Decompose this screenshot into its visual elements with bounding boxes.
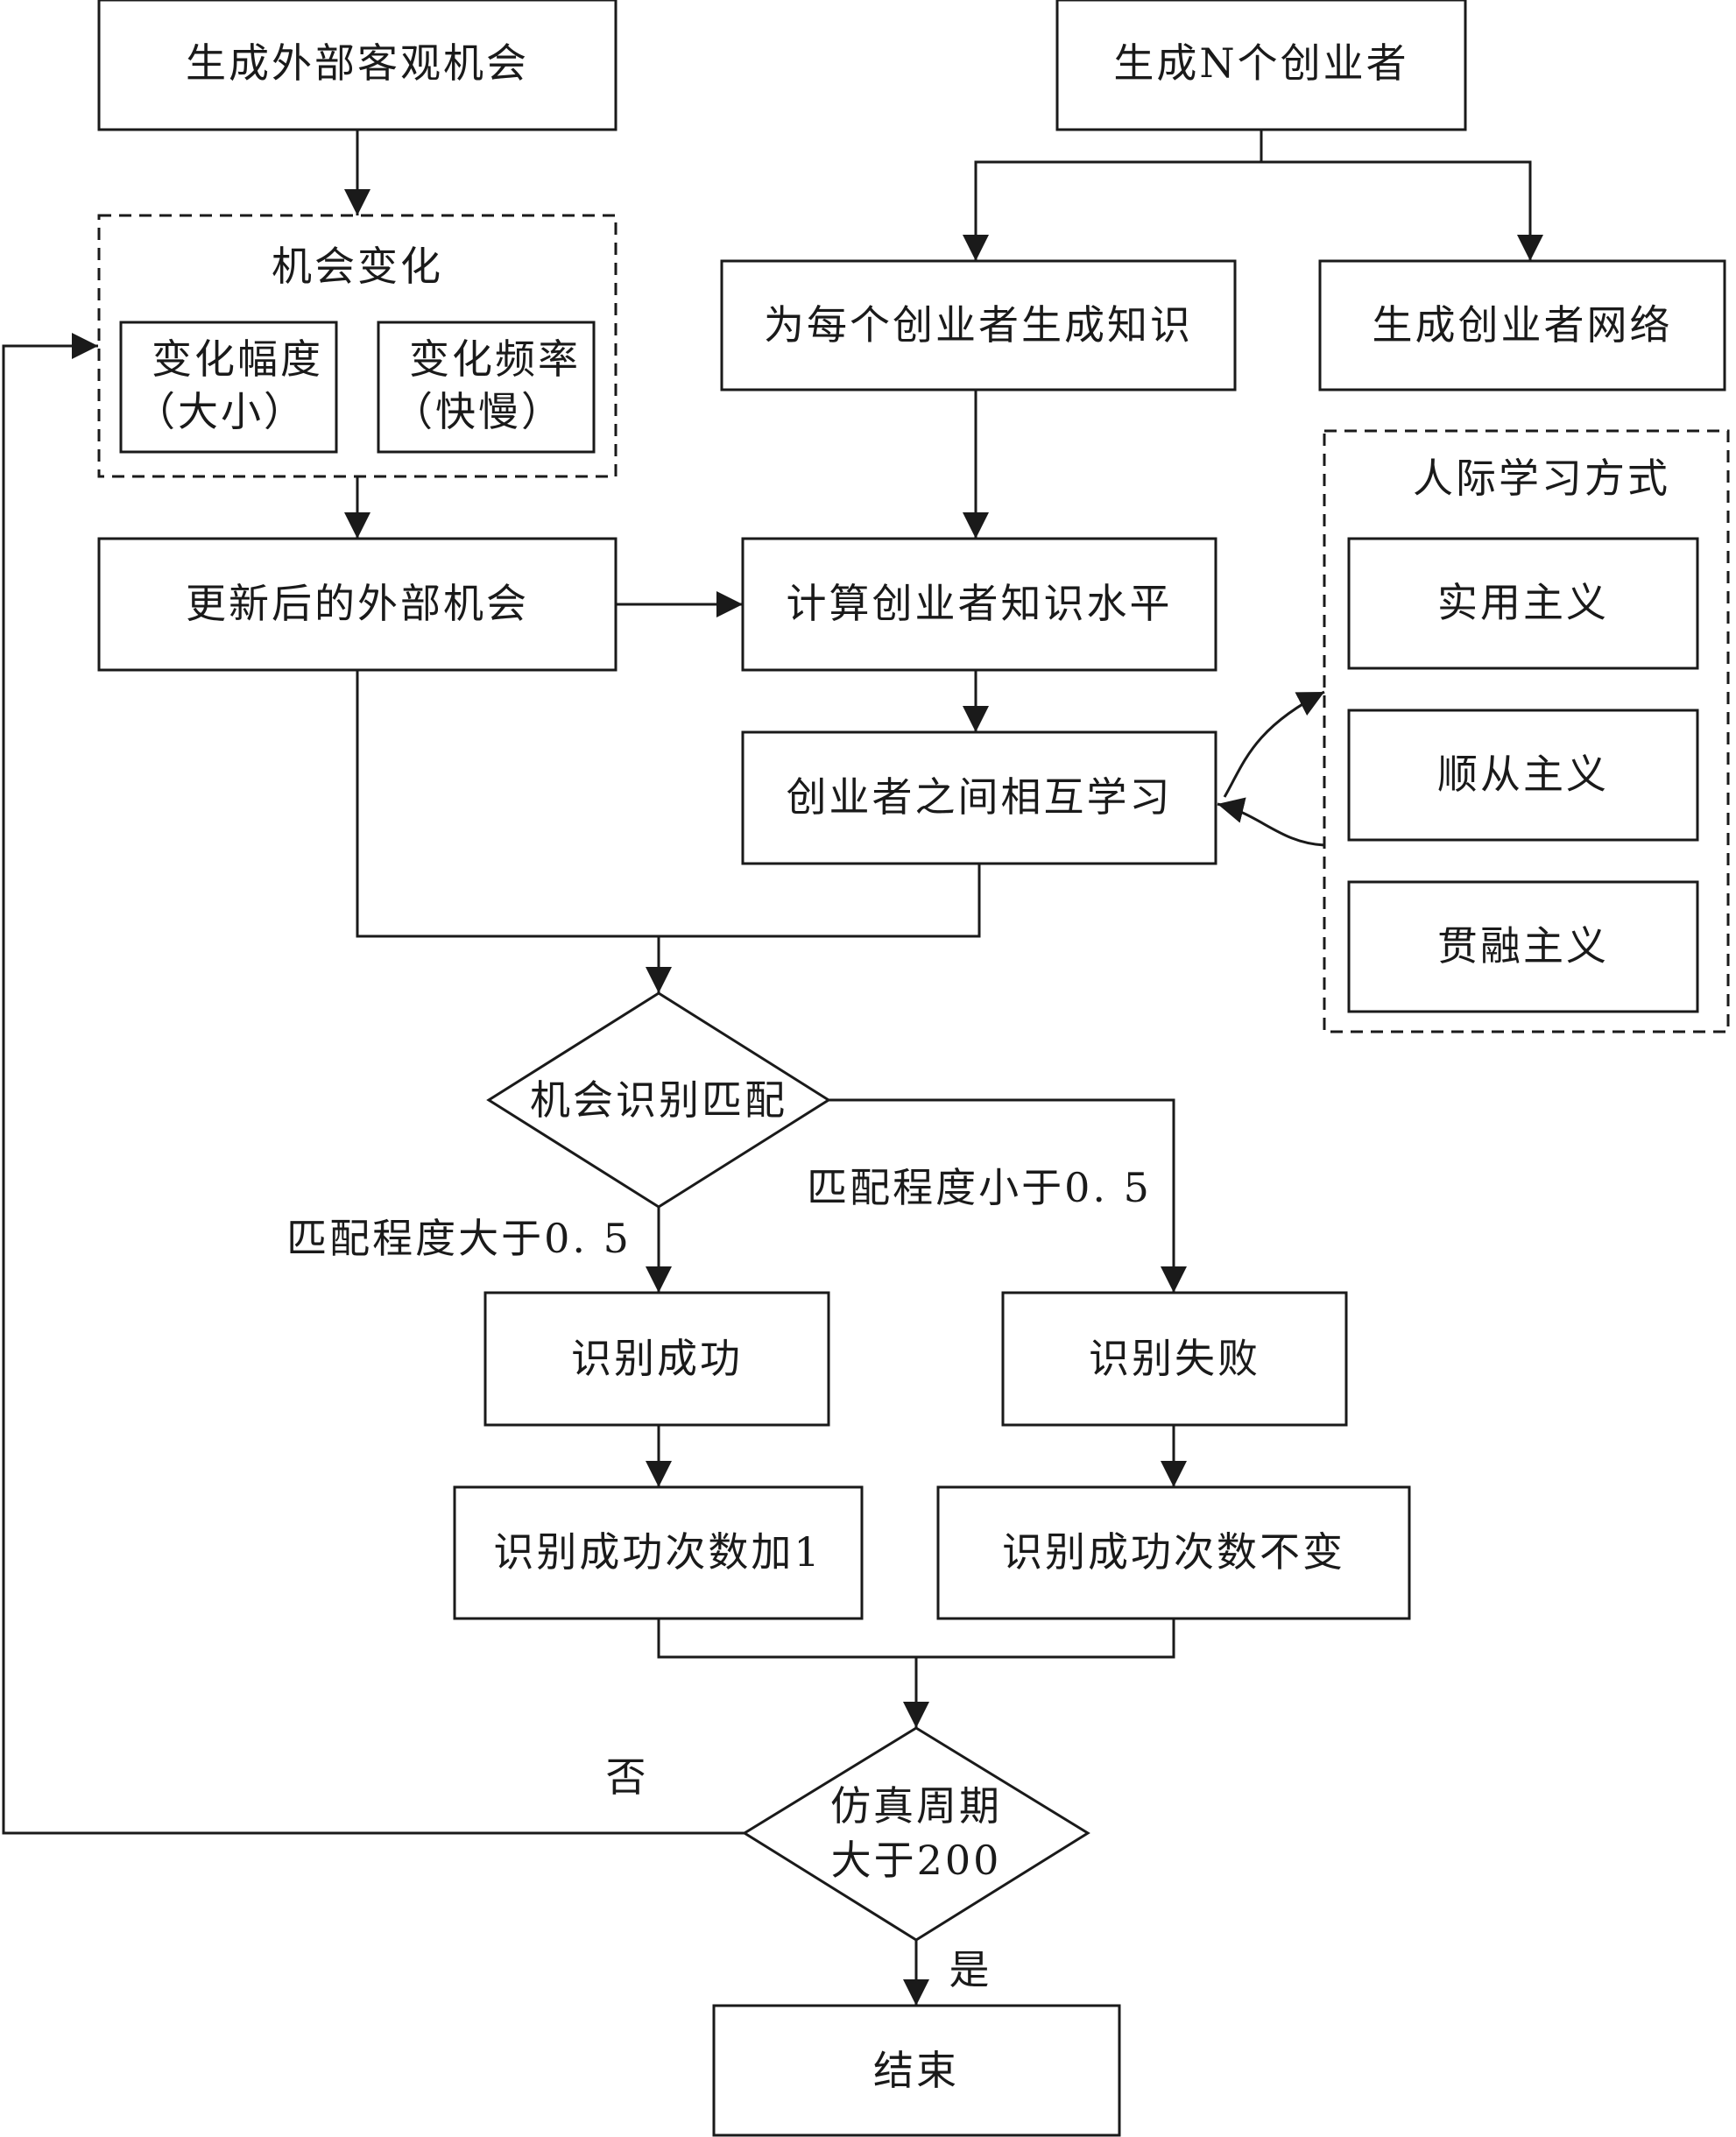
node-gen-opportunity-label: 生成外部客观机会 [186, 39, 529, 87]
edge-label-greater: 匹配程度大于0. 5 [286, 1215, 632, 1262]
edge-label-no: 否 [606, 1753, 649, 1801]
edge-label-less: 匹配程度小于0. 5 [807, 1164, 1152, 1211]
node-success-same: 识别成功次数不变 [936, 1485, 1411, 1620]
node-gen-knowledge-label: 为每个创业者生成知识 [764, 301, 1193, 349]
node-change-magnitude: 变化幅度 （大小） [119, 321, 338, 454]
edge-match-to-failure [829, 1098, 1187, 1293]
node-pragmatism-label: 实用主义 [1437, 579, 1609, 626]
connectors [2, 130, 1543, 2006]
node-gen-network: 生成创业者网络 [1318, 259, 1726, 391]
node-success-plus-label: 识别成功次数加1 [493, 1528, 822, 1576]
node-conformism: 顺从主义 [1347, 709, 1699, 842]
node-gen-entrepreneurs-label: 生成N个创业者 [1113, 39, 1408, 87]
edge-learning-to-modes [1223, 690, 1325, 798]
edge-cycle-no-loop [2, 333, 745, 1835]
node-mutual-learning: 创业者之间相互学习 [741, 730, 1217, 865]
node-updated-opportunity-label: 更新后的外部机会 [186, 580, 529, 627]
node-success-plus: 识别成功次数加1 [453, 1485, 864, 1620]
decision-match-label: 机会识别匹配 [530, 1076, 787, 1124]
node-gen-knowledge: 为每个创业者生成知识 [720, 259, 1237, 391]
node-change-frequency-line1: 变化频率 [409, 335, 581, 383]
edge-entrepreneurs-split [963, 130, 1263, 261]
node-integration: 贯融主义 [1347, 880, 1699, 1013]
decision-match: 机会识别匹配 [486, 991, 831, 1209]
edge-label-yes: 是 [949, 1946, 992, 1993]
decision-cycle: 仿真周期 大于200 [742, 1726, 1090, 1942]
node-gen-network-label: 生成创业者网络 [1373, 301, 1673, 349]
group-opportunity-change: 机会变化 变化幅度 （大小） 变化频率 （快慢） [97, 214, 617, 478]
node-change-frequency: 变化频率 （快慢） [377, 321, 596, 454]
node-end: 结束 [712, 2004, 1121, 2137]
node-change-magnitude-line2: （大小） [135, 388, 307, 435]
node-calc-knowledge: 计算创业者知识水平 [741, 537, 1217, 672]
node-gen-entrepreneurs: 生成N个创业者 [1055, 0, 1467, 131]
edge-results-merge [657, 1619, 1175, 1659]
decision-cycle-line2: 大于200 [831, 1837, 1002, 1884]
group-learning-modes: 人际学习方式 实用主义 顺从主义 贯融主义 [1323, 429, 1730, 1033]
group-opportunity-change-title: 机会变化 [272, 243, 443, 290]
node-gen-opportunity: 生成外部客观机会 [97, 0, 617, 131]
node-failure-label: 识别失败 [1089, 1335, 1260, 1382]
node-success-label: 识别成功 [571, 1335, 743, 1382]
edge-updated-to-merge [356, 670, 981, 938]
node-conformism-label: 顺从主义 [1437, 751, 1609, 798]
node-success-same-label: 识别成功次数不变 [1002, 1528, 1345, 1576]
node-failure: 识别失败 [1001, 1291, 1348, 1427]
node-change-frequency-line2: （快慢） [392, 388, 564, 435]
node-integration-label: 贯融主义 [1437, 922, 1609, 970]
decision-cycle-line1: 仿真周期 [830, 1782, 1002, 1830]
node-change-magnitude-line1: 变化幅度 [152, 335, 323, 383]
edge-modes-to-learning [1217, 797, 1325, 847]
node-end-label: 结束 [873, 2047, 959, 2094]
node-updated-opportunity: 更新后的外部机会 [97, 537, 617, 672]
node-calc-knowledge-label: 计算创业者知识水平 [787, 580, 1173, 627]
node-success: 识别成功 [483, 1291, 830, 1427]
node-mutual-learning-label: 创业者之间相互学习 [787, 773, 1173, 821]
edge-entrepreneurs-to-network [1261, 160, 1543, 261]
group-learning-modes-title: 人际学习方式 [1413, 455, 1670, 502]
node-pragmatism: 实用主义 [1347, 537, 1699, 670]
